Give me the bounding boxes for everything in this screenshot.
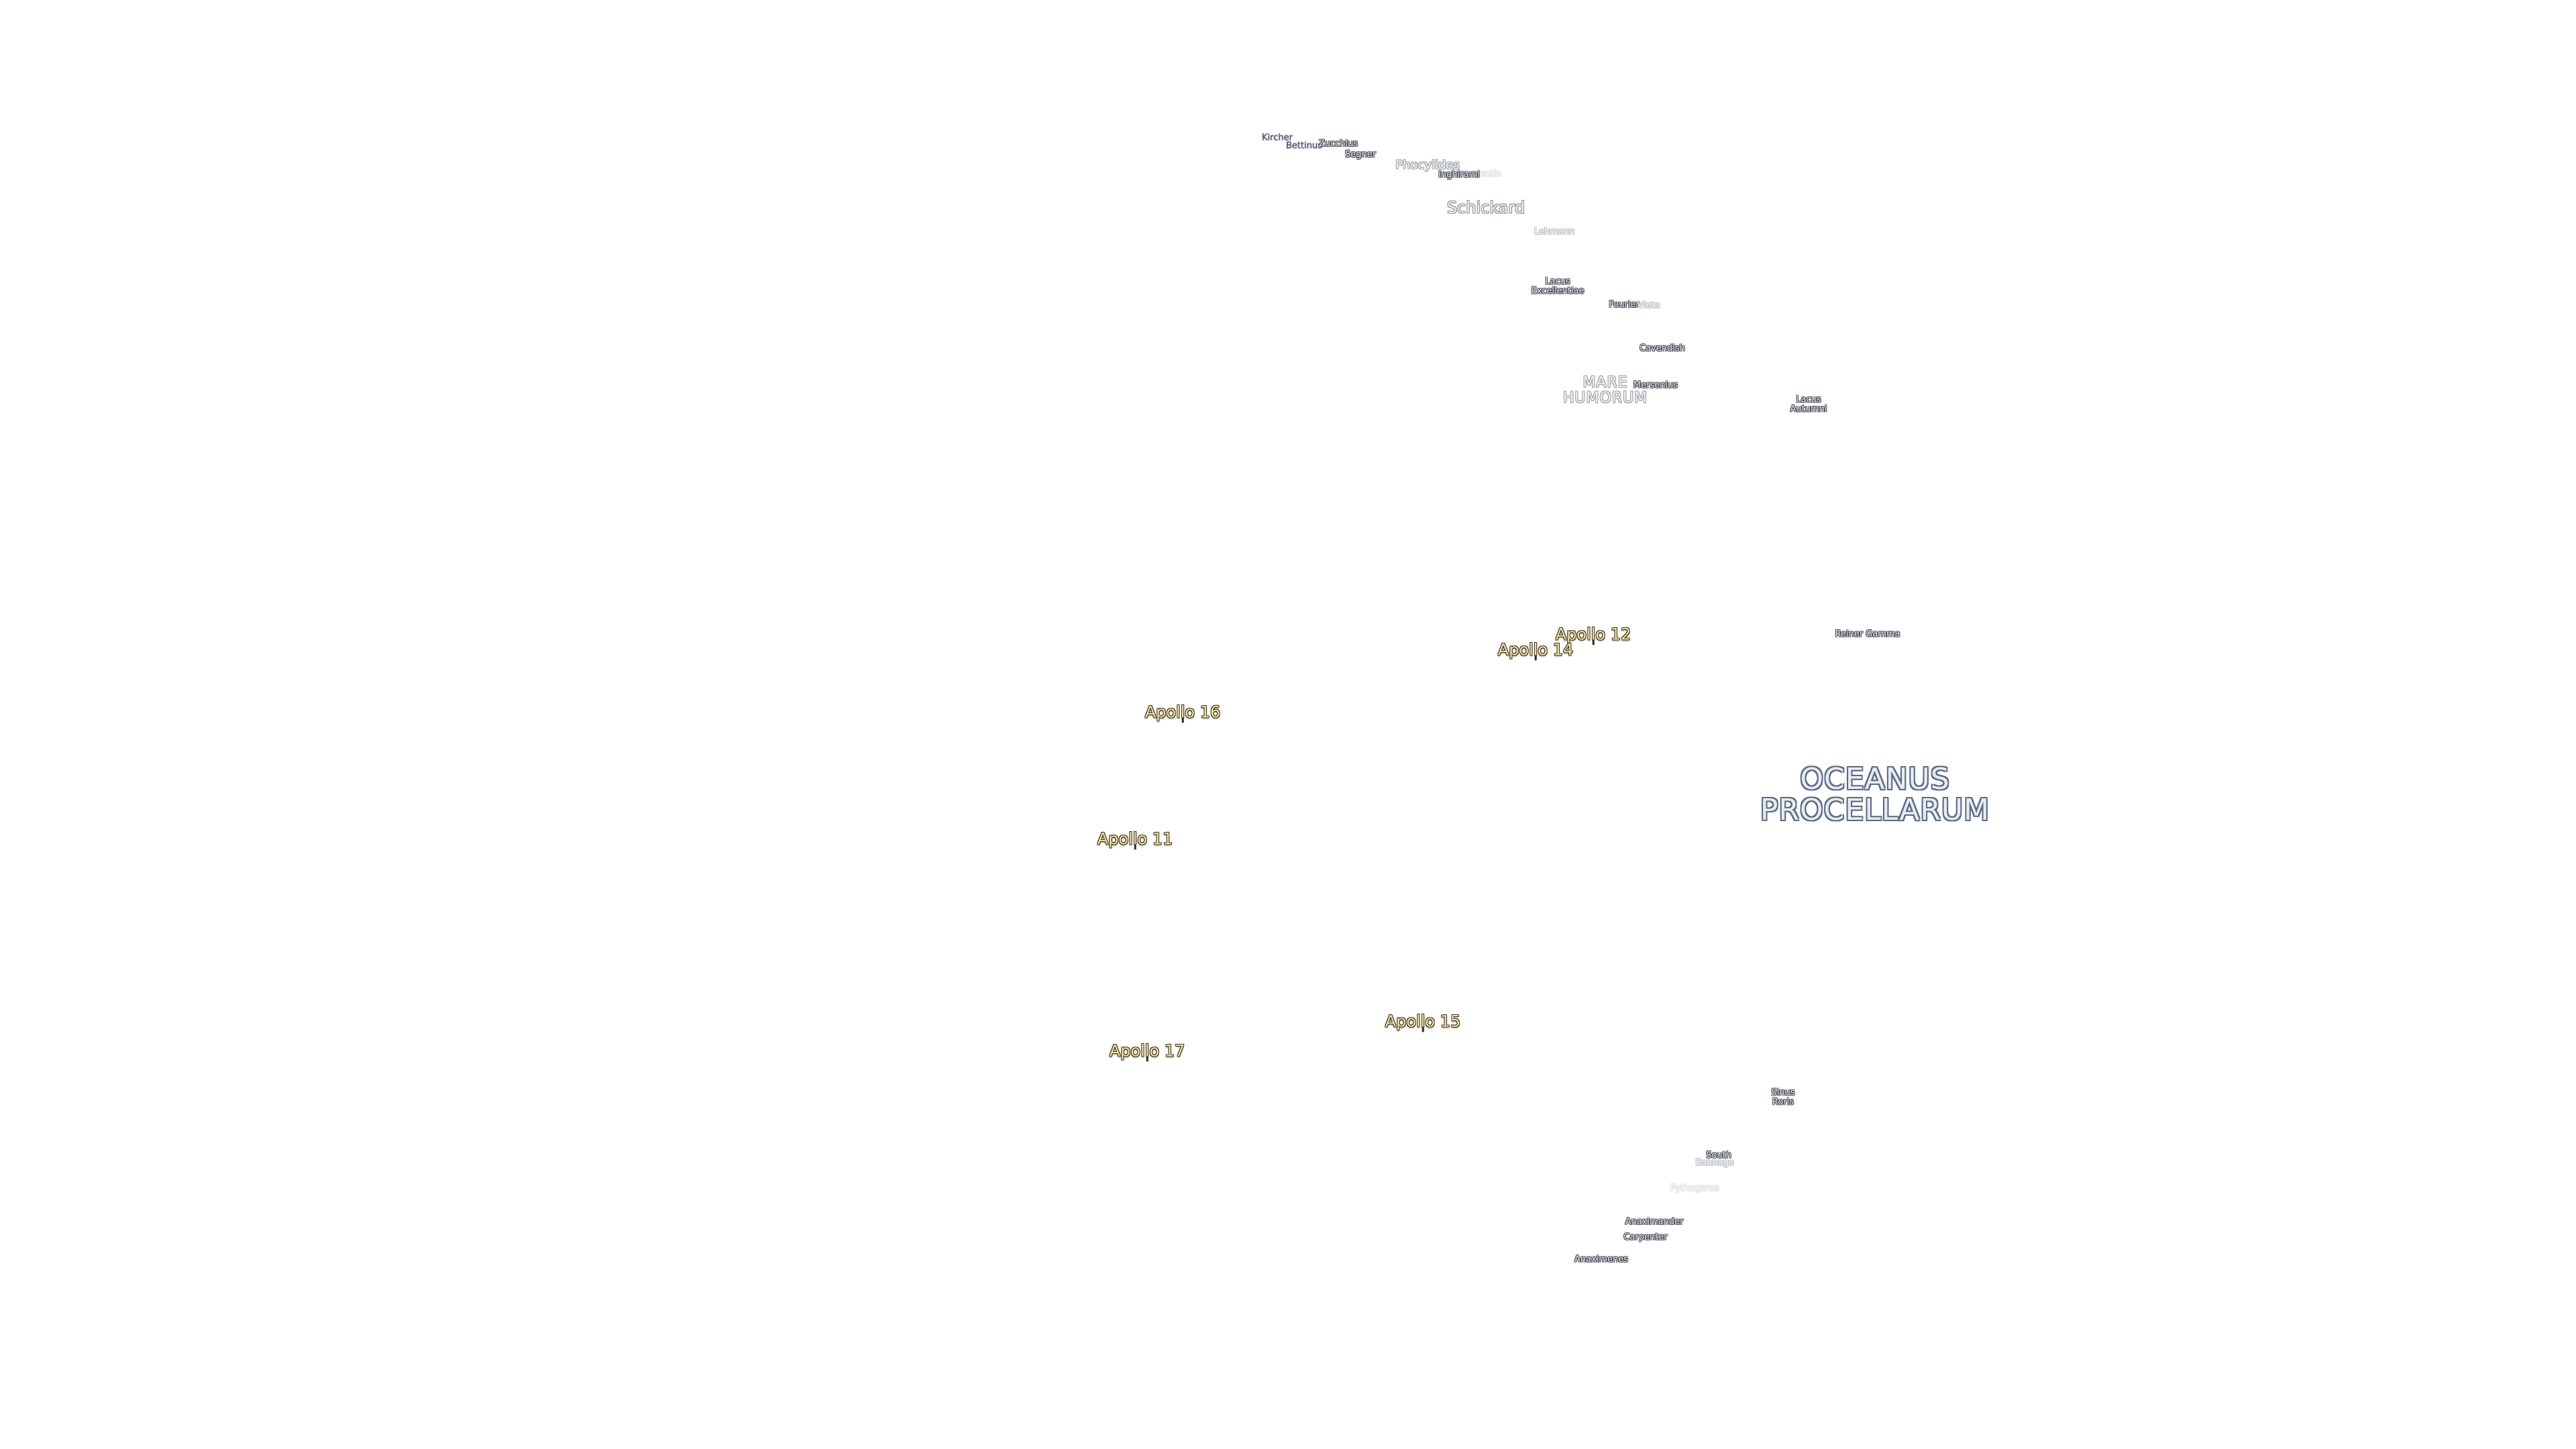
apollo-12-text: Apollo 12 [1555,625,1631,644]
crater-label-bettinus[interactable]: Bettinus [1286,141,1322,152]
crater-label-south[interactable]: South [1706,1150,1731,1161]
crater-label-inghirami[interactable]: Inghirami [1438,170,1480,180]
landing-site-marker-icon [1422,1027,1424,1032]
oceanus-line-2: PROCELLARUM [1760,793,1990,827]
apollo-11-text: Apollo 11 [1097,829,1173,849]
crater-label-phocylides[interactable]: Phocylides [1395,158,1460,172]
crater-label-wargentin[interactable]: Wargentin [1456,169,1502,180]
lacus-autumni-line-2: Autumni [1790,404,1827,414]
apollo-14-text: Apollo 14 [1497,640,1574,659]
sinus-roris-label[interactable]: Sinus Roris [1771,1088,1794,1106]
landing-site-marker-icon [1593,640,1595,645]
lacus-autumni-label[interactable]: Lacus Autumni [1790,395,1827,413]
mare-humorum-line-2: HUMORUM [1562,390,1648,407]
landing-site-marker-icon [1134,845,1136,850]
crater-label-anaximander[interactable]: Anaximander [1625,1217,1684,1228]
crater-label-segner[interactable]: Segner [1344,150,1377,160]
crater-label-lehmann[interactable]: Lehmann [1534,227,1575,237]
crater-label-cavendish[interactable]: Cavendish [1640,343,1685,354]
reiner-gamma-label[interactable]: Reiner Gamma [1835,629,1900,640]
sinus-roris-line-1: Sinus [1771,1087,1795,1098]
crater-label-anaximenes[interactable]: Anaximenes [1574,1254,1629,1265]
crater-label-schickard[interactable]: Schickard [1446,198,1525,217]
apollo-17-text: Apollo 17 [1109,1041,1185,1061]
lacus-excellentiae-label[interactable]: Lacus Excellentiae [1532,277,1585,295]
crater-label-fourier[interactable]: Fourier [1609,300,1640,311]
mare-humorum-line-1: MARE [1582,374,1628,391]
crater-label-carpenter[interactable]: Carpenter [1623,1232,1668,1243]
lacus-excellentiae-line-1: Lacus [1545,276,1570,287]
landing-site-marker-icon [1146,1057,1148,1062]
crater-label-kircher[interactable]: Kircher [1262,133,1293,144]
crater-label-babbage[interactable]: Babbage [1695,1158,1734,1169]
apollo-16-text: Apollo 16 [1144,702,1221,722]
crater-label-vieta[interactable]: Vieta [1638,301,1660,311]
apollo-14-label[interactable]: Apollo 14 [1497,640,1574,661]
apollo-16-label[interactable]: Apollo 16 [1144,702,1221,723]
apollo-15-text: Apollo 15 [1385,1012,1461,1031]
lacus-autumni-line-1: Lacus [1796,394,1821,405]
oceanus-procellarum-label: OCEANUS PROCELLARUM [1760,761,1990,827]
oceanus-line-1: OCEANUS [1800,761,1950,796]
crater-label-pythagoras[interactable]: Pythagoras [1670,1183,1719,1194]
landing-site-marker-icon [1182,718,1184,723]
apollo-11-label[interactable]: Apollo 11 [1097,829,1173,850]
sinus-roris-line-2: Roris [1772,1097,1794,1107]
apollo-15-label[interactable]: Apollo 15 [1385,1012,1461,1032]
landing-site-marker-icon [1535,655,1537,661]
lacus-excellentiae-line-2: Excellentiae [1531,286,1585,296]
crater-label-mersenius[interactable]: Mersenius [1633,380,1678,391]
mare-humorum-label: MARE HUMORUM [1563,375,1648,406]
crater-label-zucchius[interactable]: Zucchius [1318,139,1358,150]
apollo-12-label[interactable]: Apollo 12 [1555,625,1631,645]
apollo-17-label[interactable]: Apollo 17 [1109,1041,1185,1062]
